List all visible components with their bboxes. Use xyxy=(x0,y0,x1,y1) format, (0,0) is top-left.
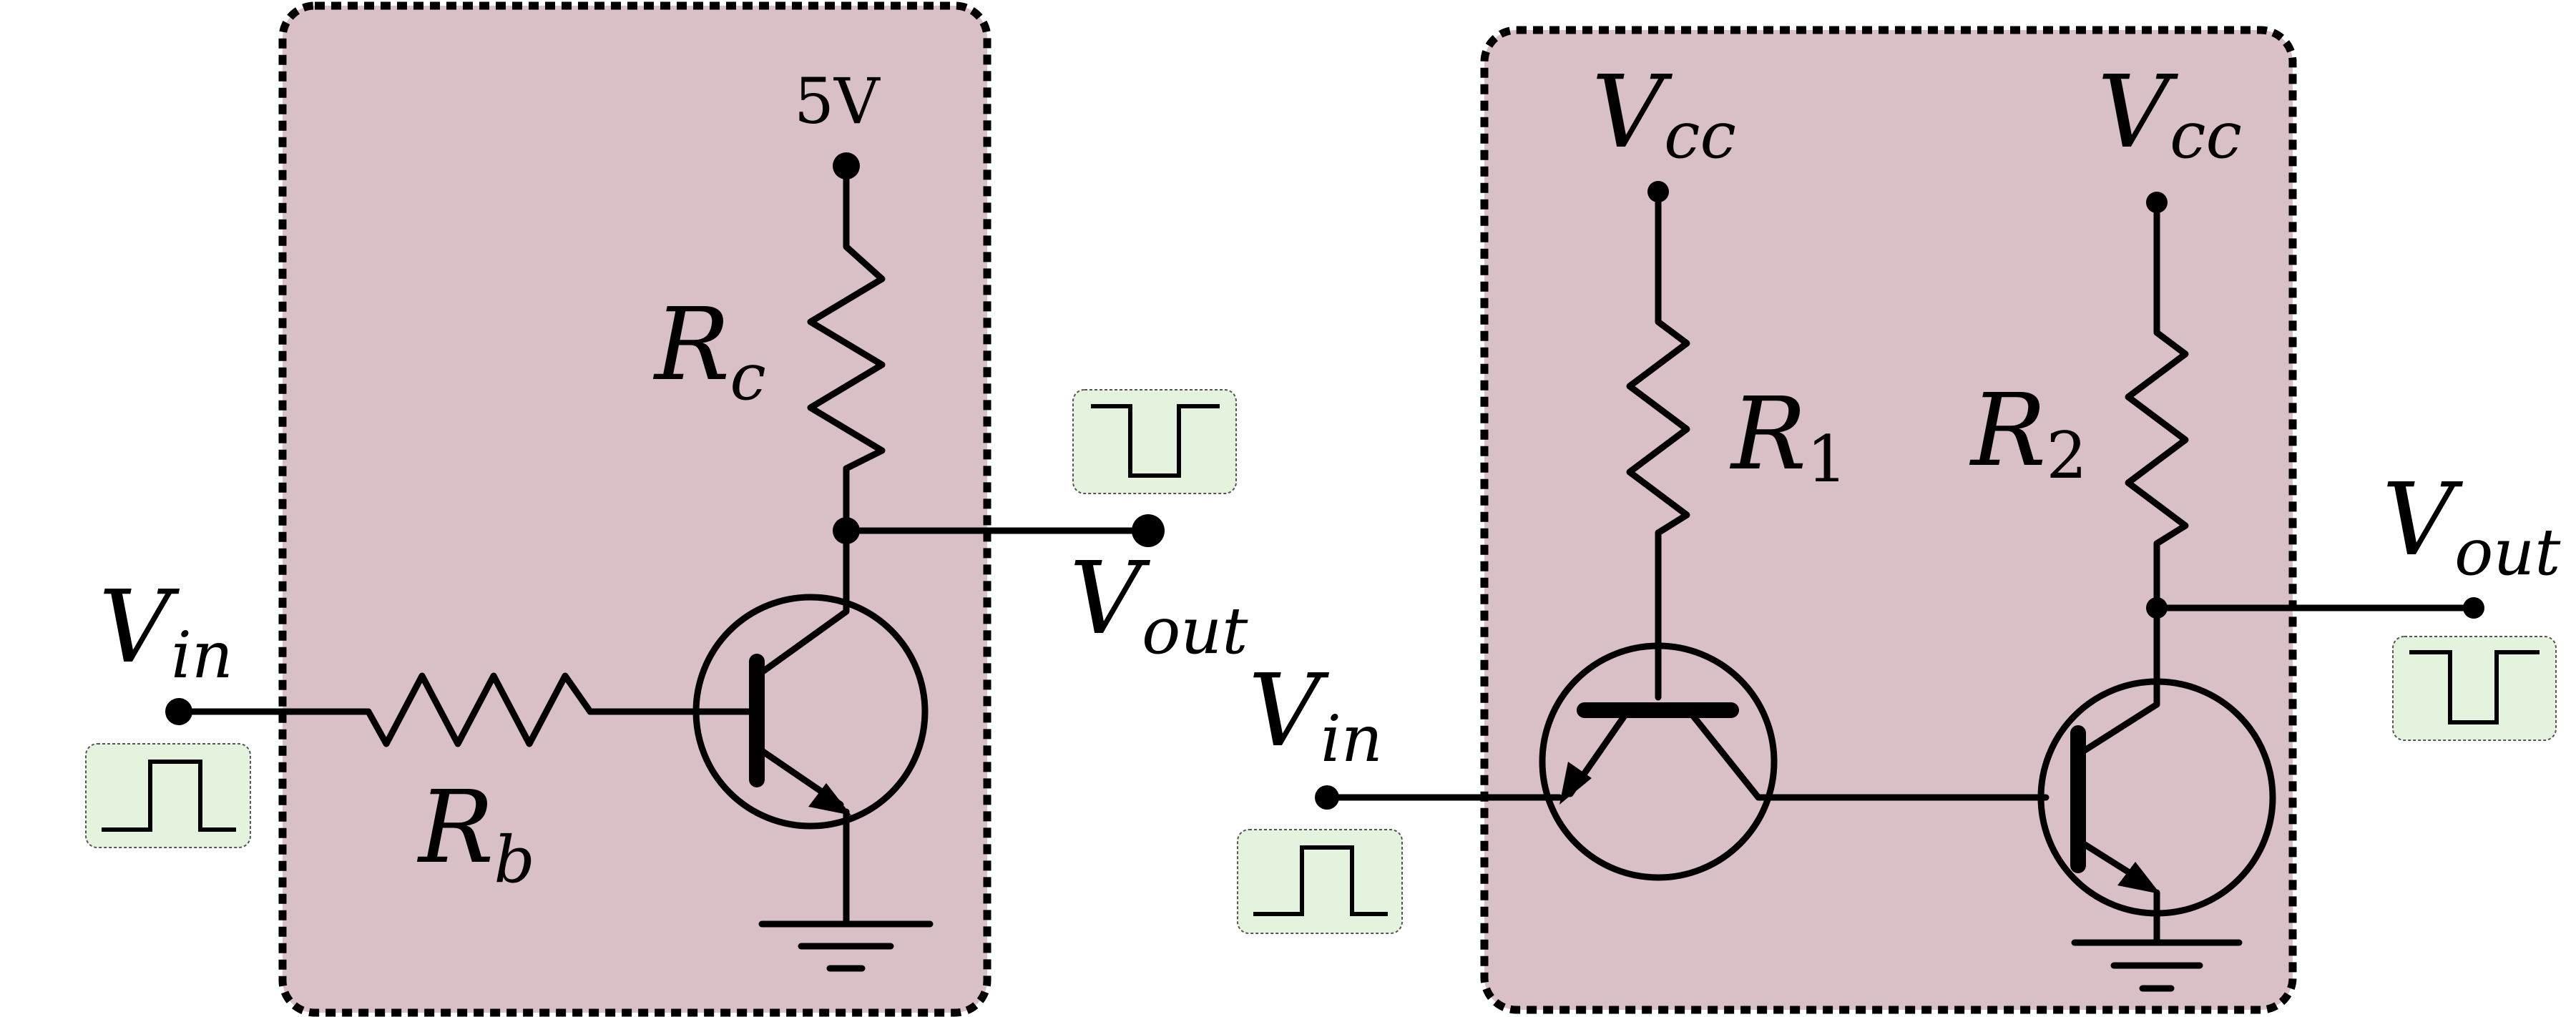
left-input-label: Vin xyxy=(99,569,233,693)
right-input-node xyxy=(1315,785,1339,810)
base-resistor-label: Rb xyxy=(416,770,535,898)
left-ground-icon xyxy=(758,920,934,972)
left-input-pulse-icon xyxy=(85,743,251,848)
resistor-1 xyxy=(1626,188,1690,701)
resistor-2 xyxy=(2125,199,2189,611)
right-panel-box xyxy=(1480,26,2297,1014)
left-output-label: Vout xyxy=(1069,541,1248,669)
left-input-node xyxy=(165,698,192,725)
right-supply-1-label: Vcc xyxy=(1592,54,1736,173)
collector-resistor-label: Rc xyxy=(652,287,766,415)
resistor-1-label: R1 xyxy=(1729,376,1848,497)
right-output-node xyxy=(2463,597,2484,619)
right-ground-icon xyxy=(2071,939,2243,992)
base-resistor xyxy=(175,672,760,747)
right-output-inverted-pulse-icon xyxy=(2392,636,2557,741)
left-output-node xyxy=(1132,514,1165,547)
left-circuit: 5V Rc Vout xyxy=(85,1,1248,1017)
right-supply-2-label: Vcc xyxy=(2097,54,2242,173)
left-panel-box xyxy=(278,1,991,1017)
left-supply-label: 5V xyxy=(794,64,881,138)
right-transistor-2-icon xyxy=(2037,604,2276,946)
right-output-label: Vout xyxy=(2382,462,2561,590)
right-transistor-1-icon xyxy=(1539,642,2049,881)
output-inverted-pulse-icon xyxy=(1072,389,1237,494)
right-input-label: Vin xyxy=(1248,653,1383,777)
right-input-pulse-icon xyxy=(1237,829,1403,934)
resistor-2-label: R2 xyxy=(1969,373,2087,493)
collector-resistor xyxy=(807,162,886,534)
right-circuit: Vcc R1 Vin Vcc xyxy=(1237,26,2561,1014)
